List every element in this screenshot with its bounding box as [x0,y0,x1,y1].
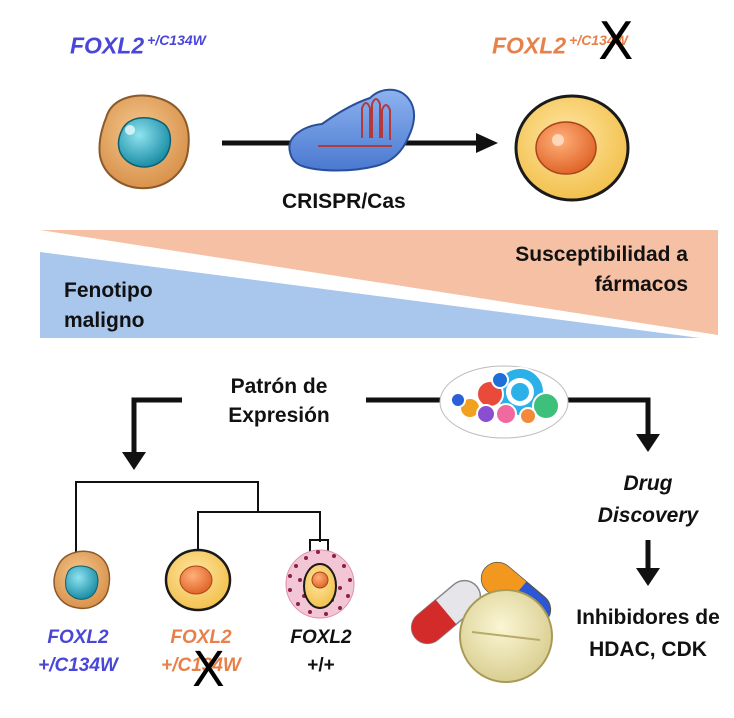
drug-discovery-line-1: Drug [623,472,673,495]
crispr-arrowhead [476,133,498,153]
bottom-label-wildtype-allele: +/+ [307,655,335,676]
bottom-label-mutant-allele: +/C134W [38,655,118,676]
expression-pattern-line-1: Patrón de [230,375,328,398]
bottom-label-knockout-gene: FOXL2 [170,627,232,648]
bottom-normal-cell-icon [164,548,232,612]
inhibitors-line-2: HDAC, CDK [589,638,707,661]
inhibitor-arrowhead [636,568,660,586]
expression-arrow-left [131,397,182,456]
bottom-label-knockout-allele: +/C134W [161,655,241,676]
malignant-cell-icon [98,94,190,190]
expression-pattern-label: Patrón de Expresión [196,372,362,430]
expression-pattern-line-2: Expresión [228,404,330,427]
crispr-cas-icon [288,88,415,172]
expression-arrowhead-left [122,452,146,470]
bottom-wildtype-cell-icon [285,549,355,619]
drug-arrowhead [636,434,660,452]
bottom-label-wildtype-gene: FOXL2 [290,627,352,648]
bottom-malignant-cell-icon [53,550,111,610]
bottom-label-knockout: FOXL2 +/C134W [140,624,262,680]
malignant-phenotype-gradient [40,252,700,338]
normal-cell-icon [514,94,630,202]
left-genotype-label: FOXL2+/C134W [70,32,206,59]
malignant-phenotype-line-1: Fenotipo [64,279,153,302]
drug-susceptibility-line-2: fármacos [594,273,688,296]
crispr-cas-label: CRISPR/Cas [282,190,406,213]
malignant-phenotype-label: Fenotipo maligno [64,276,153,336]
drug-discovery-label: Drug Discovery [586,468,710,532]
bottom-label-mutant: FOXL2 +/C134W [16,624,140,680]
inhibitors-label: Inhibidores de HDAC, CDK [562,602,734,666]
drug-susceptibility-line-1: Susceptibilidad a [515,243,688,266]
drug-susceptibility-label: Susceptibilidad a fármacos [515,240,688,300]
pills-icon [410,561,553,683]
right-genotype-label: FOXL2+/C134W [492,32,628,59]
dendrogram [75,481,329,559]
knockout-x-mark-bottom: X [192,642,225,698]
malignant-phenotype-line-2: maligno [64,309,145,332]
knockout-x-mark-top: X [598,12,634,72]
expression-profile-icon [439,365,569,439]
drug-susceptibility-gradient [40,230,718,335]
bottom-label-mutant-gene: FOXL2 [47,627,109,648]
drug-arrow-segment-2 [560,397,651,438]
bottom-label-wildtype: FOXL2 +/+ [266,624,376,680]
inhibitors-line-1: Inhibidores de [576,606,720,629]
drug-discovery-line-2: Discovery [597,504,699,527]
